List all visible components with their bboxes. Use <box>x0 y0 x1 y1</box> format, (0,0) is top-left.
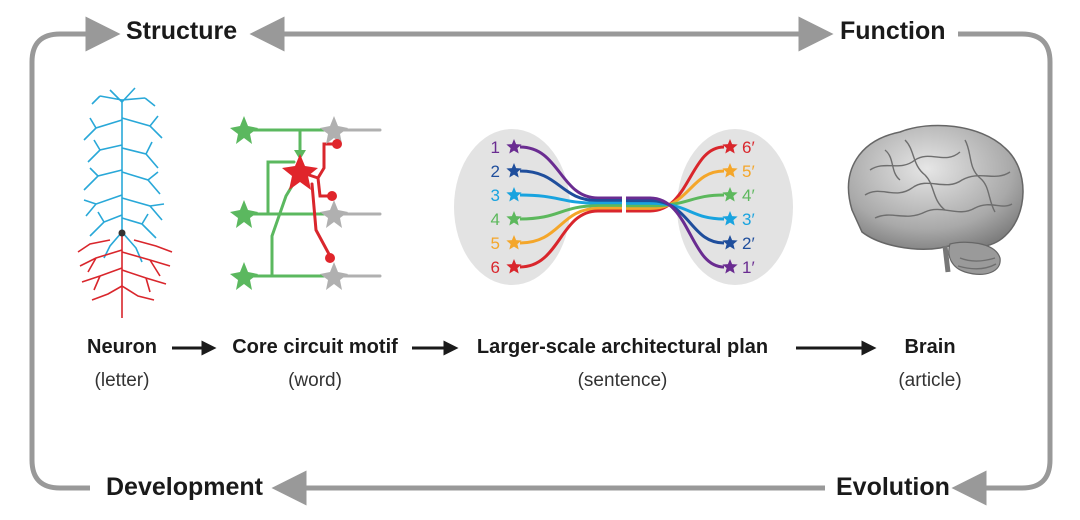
target-layer-label: 3′ <box>742 210 755 229</box>
source-area <box>454 129 570 285</box>
target-layer-label: 6′ <box>742 138 755 157</box>
source-ribbon <box>519 209 622 269</box>
target-ribbon <box>626 169 725 210</box>
source-layer-label: 4 <box>491 210 500 229</box>
stage-analogy: (article) <box>898 370 962 391</box>
target-area <box>677 129 793 285</box>
source-ribbon <box>519 145 622 200</box>
source-ribbon <box>519 206 622 245</box>
source-neuron-icon <box>506 211 522 226</box>
source-neuron-icon <box>506 235 522 250</box>
source-layer-label: 1 <box>491 138 500 157</box>
stage-brain: Brain (article) <box>870 334 990 394</box>
stage-name: Larger-scale architectural plan <box>476 336 769 358</box>
source-ribbon <box>519 193 622 205</box>
source-layer-label: 6 <box>491 258 500 277</box>
stage-circuit-motif: Core circuit motif (word) <box>220 334 410 394</box>
source-layer-label: 2 <box>491 162 500 181</box>
corner-structure: Structure <box>126 17 238 45</box>
target-ribbon <box>626 199 725 245</box>
target-neuron-icon <box>722 139 738 154</box>
corner-function: Function <box>840 17 946 45</box>
corner-evolution: Evolution <box>836 473 950 501</box>
frame-left-path <box>29 16 121 491</box>
stage-name: Brain <box>904 336 956 358</box>
target-neuron-icon <box>722 163 738 178</box>
target-layer-label: 5′ <box>742 162 755 181</box>
target-neuron-icon <box>722 235 738 250</box>
frame-right-path <box>951 31 1053 506</box>
target-ribbon <box>626 196 725 269</box>
source-neuron-icon <box>506 187 522 202</box>
stage-analogy: (sentence) <box>577 370 668 391</box>
source-layer-label: 3 <box>491 186 500 205</box>
target-layer-label: 4′ <box>742 186 755 205</box>
target-layer-label: 1′ <box>742 258 755 277</box>
stage-analogy: (word) <box>288 370 342 391</box>
stage-name: Neuron <box>87 336 157 358</box>
target-ribbon <box>626 201 725 221</box>
source-neuron-icon <box>506 163 522 178</box>
target-ribbon <box>626 193 725 208</box>
corner-development: Development <box>106 473 263 501</box>
source-ribbon <box>519 204 622 221</box>
target-neuron-icon <box>722 211 738 226</box>
target-ribbon <box>626 145 725 213</box>
source-neuron-icon <box>506 259 522 274</box>
stage-neuron: Neuron (letter) <box>70 334 174 394</box>
source-ribbon <box>519 169 622 203</box>
stage-name: Core circuit motif <box>232 336 398 358</box>
stage-analogy: (letter) <box>94 370 150 391</box>
target-layer-label: 2′ <box>742 234 755 253</box>
target-neuron-icon <box>722 187 738 202</box>
target-neuron-icon <box>722 259 738 274</box>
stage-architectural-plan: Larger-scale architectural plan (sentenc… <box>460 334 785 394</box>
source-layer-label: 5 <box>491 234 500 253</box>
source-neuron-icon <box>506 139 522 154</box>
